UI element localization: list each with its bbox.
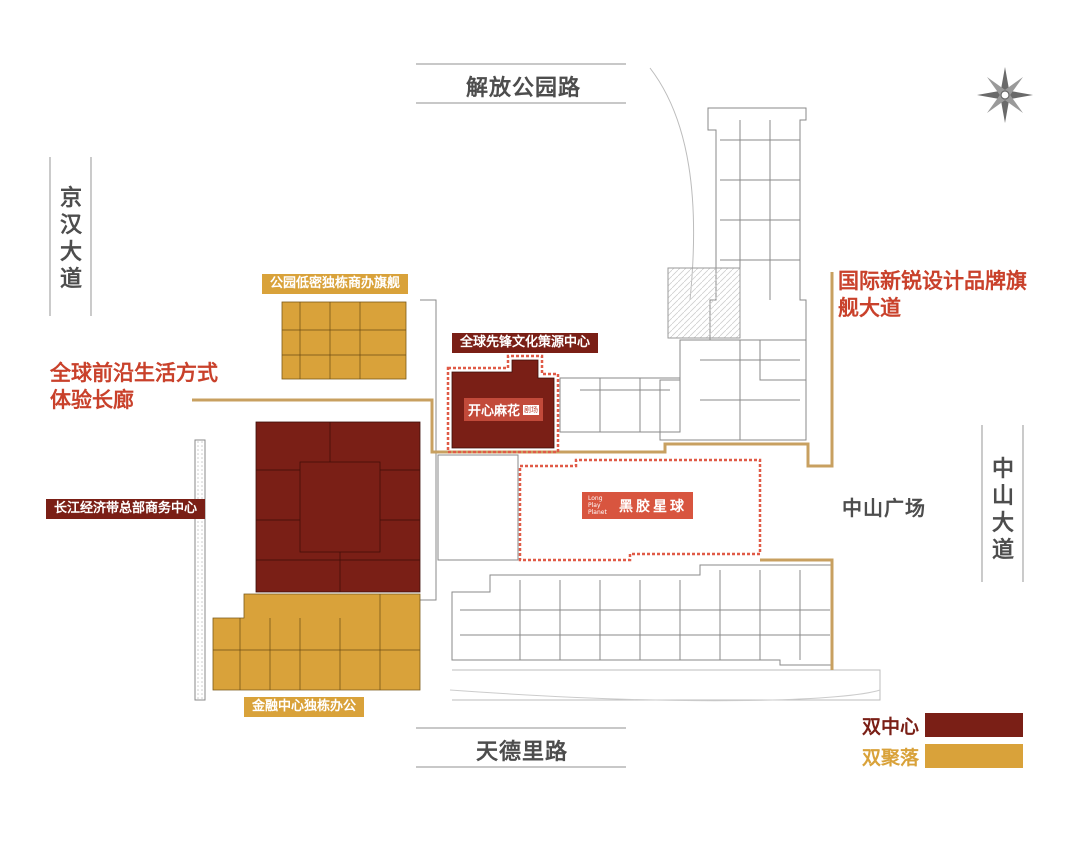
- compass-rose-icon: [977, 67, 1033, 123]
- store-sign-heiyao: Long Play Planet 黑胶星球: [582, 492, 693, 519]
- slogan-design-avenue: 国际新锐设计品牌旗舰大道: [838, 269, 1027, 320]
- corridor-lines: [192, 272, 834, 670]
- tag-yangtze-hq: 长江经济带总部商务中心: [46, 499, 206, 519]
- road-lines: [49, 63, 1024, 768]
- tag-park-office: 公园低密独栋商办旗舰: [262, 274, 409, 294]
- gold-cluster-blocks: [212, 301, 421, 691]
- dark-center-blocks: [255, 359, 555, 593]
- road-label-south: 天德里路: [476, 740, 569, 765]
- store-name-kaixin: 开心麻花: [468, 404, 521, 419]
- plaza-label: 中山广场: [842, 496, 926, 520]
- legend-swatch-center: [925, 713, 1023, 737]
- legend-label-cluster: 双聚落: [862, 747, 920, 769]
- tag-culture-center: 全球先锋文化策源中心: [452, 333, 599, 353]
- road-label-north: 解放公园路: [466, 76, 582, 101]
- tag-finance-office: 金融中心独栋办公: [244, 697, 365, 717]
- legend-label-center: 双中心: [862, 716, 920, 738]
- legend-swatch-cluster: [925, 744, 1023, 768]
- slogan-lifestyle-corridor: 全球前沿生活方式体验长廊: [50, 361, 218, 412]
- store-name-heiyao: 黑胶星球: [619, 498, 687, 515]
- road-label-west: 京汉大道: [59, 186, 82, 292]
- store-badge-kaixin: 剧场: [523, 404, 540, 415]
- highlight-borders: [446, 354, 762, 562]
- road-label-east: 中山大道: [991, 457, 1014, 563]
- store-sub-heiyao: Long Play Planet: [588, 495, 607, 516]
- store-sign-kaixin: 开心麻花 剧场: [464, 398, 544, 421]
